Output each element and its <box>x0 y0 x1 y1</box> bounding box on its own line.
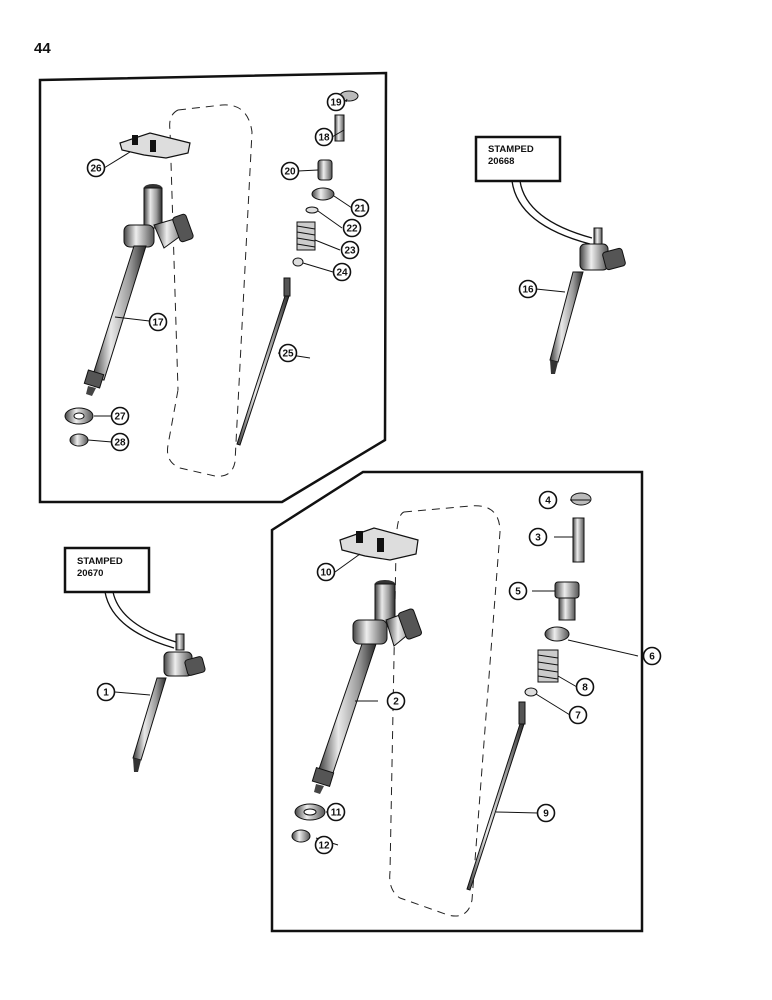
callout-16: 16 <box>518 279 538 299</box>
callout-7: 7 <box>568 705 588 725</box>
callout-18: 18 <box>314 127 334 147</box>
injector-body-17 <box>83 184 194 396</box>
injector-body-2 <box>311 580 422 794</box>
panel-top-left <box>38 71 388 504</box>
adapter-20 <box>317 159 333 181</box>
callout-number: 20 <box>284 167 296 178</box>
nut-12 <box>291 829 311 843</box>
callout-layer: 1234567891011121617181920212223242526272… <box>86 92 662 855</box>
callout-number: 26 <box>90 164 102 175</box>
seat-24 <box>292 257 304 267</box>
stamp-label: STAMPED <box>488 144 534 155</box>
stamp-label: STAMPED <box>77 556 123 567</box>
callout-9: 9 <box>536 803 556 823</box>
stud-18 <box>334 114 345 142</box>
callout-number: 5 <box>515 587 521 598</box>
callout-8: 8 <box>575 677 595 697</box>
callout-28: 28 <box>110 432 130 452</box>
spring-8 <box>537 649 559 683</box>
callout-1: 1 <box>96 682 116 702</box>
stamp-number: 20670 <box>77 568 103 579</box>
hold-down-bracket-26 <box>119 132 191 159</box>
callout-number: 23 <box>344 246 356 257</box>
callout-number: 3 <box>535 533 541 544</box>
callout-number: 18 <box>318 133 330 144</box>
nut-4 <box>570 492 592 506</box>
callout-number: 25 <box>282 349 294 360</box>
callout-number: 21 <box>354 204 366 215</box>
callout-2: 2 <box>386 691 406 711</box>
callout-12: 12 <box>314 835 334 855</box>
callout-number: 2 <box>393 697 399 708</box>
nut-28 <box>69 433 89 447</box>
seat-7 <box>524 687 538 697</box>
stamp-box-20670 <box>63 546 151 594</box>
callout-number: 7 <box>575 711 581 722</box>
callout-24: 24 <box>332 262 352 282</box>
nut-21 <box>311 187 335 201</box>
callout-number: 12 <box>318 841 330 852</box>
adapter-5 <box>554 581 580 621</box>
panel-border <box>38 71 388 504</box>
callout-number: 4 <box>545 496 551 507</box>
callout-23: 23 <box>340 240 360 260</box>
callout-number: 16 <box>522 285 534 296</box>
panel-border <box>270 470 644 933</box>
injector-16: STAMPED 20668 <box>474 135 626 374</box>
callout-number: 17 <box>152 318 164 329</box>
spindle-9 <box>466 701 526 891</box>
stamp-number: 20668 <box>488 156 514 167</box>
dashed-group-outline <box>167 104 253 477</box>
callout-27: 27 <box>110 406 130 426</box>
callout-11: 11 <box>326 802 346 822</box>
panel-bottom-right <box>270 470 644 933</box>
callout-number: 1 <box>103 688 109 699</box>
callout-number: 27 <box>114 412 126 423</box>
callout-number: 10 <box>320 568 332 579</box>
injector-1: STAMPED 20670 <box>63 546 206 772</box>
callout-26: 26 <box>86 158 106 178</box>
callout-3: 3 <box>528 527 548 547</box>
callout-6: 6 <box>642 646 662 666</box>
callout-number: 8 <box>582 683 588 694</box>
spring-23 <box>296 221 316 251</box>
callout-number: 22 <box>346 224 358 235</box>
callout-10: 10 <box>316 562 336 582</box>
callout-4: 4 <box>538 490 558 510</box>
callout-number: 6 <box>649 652 655 663</box>
callout-25: 25 <box>278 343 298 363</box>
nut-6 <box>544 626 570 642</box>
callout-19: 19 <box>326 92 346 112</box>
dashed-group-outline <box>389 505 501 917</box>
callout-5: 5 <box>508 581 528 601</box>
stamp-box-20668 <box>474 135 562 183</box>
callout-number: 24 <box>336 268 348 279</box>
spindle-25 <box>236 277 291 446</box>
washer-22 <box>305 206 319 214</box>
callout-22: 22 <box>342 218 362 238</box>
callout-number: 9 <box>543 809 549 820</box>
page-number: 44 <box>34 40 51 57</box>
callout-number: 11 <box>331 808 342 819</box>
adjusting-screw-3 <box>572 517 585 563</box>
callout-17: 17 <box>148 312 168 332</box>
callout-number: 28 <box>114 438 126 449</box>
callout-21: 21 <box>350 198 370 218</box>
callout-number: 19 <box>330 98 342 109</box>
hold-down-bracket-10 <box>339 527 419 561</box>
callout-20: 20 <box>280 161 300 181</box>
